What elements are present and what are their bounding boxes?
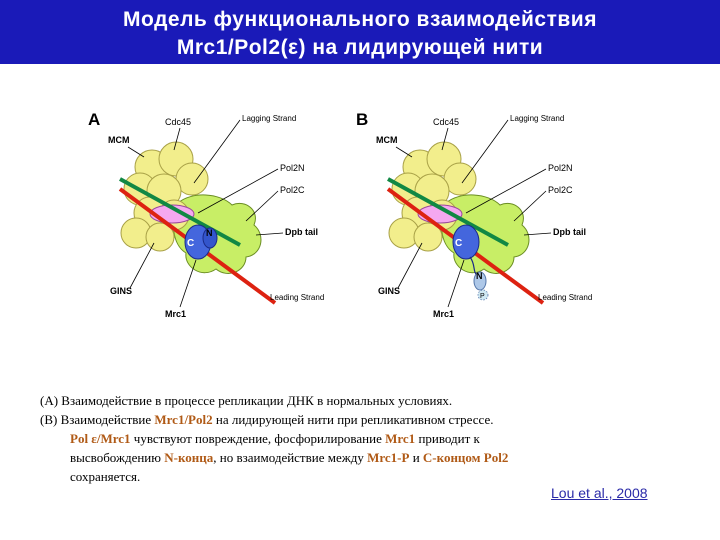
dpb-tail-label: Dpb tail [553,227,586,237]
caption-text: на лидирующей нити при репликативном стр… [212,412,494,427]
caption-highlight: Mrc1/Pol2 [154,412,213,427]
gins-label: GINS [110,286,132,296]
caption-text: , но взаимодействие между [213,450,368,465]
mrc1-label: Mrc1 [165,309,186,319]
mrc1-c-label: C [455,238,462,249]
lagging-strand-label: Lagging Strand [510,114,564,123]
leading-strand-label: Leading Strand [270,293,324,302]
caption-line-d: высвобождению N-конца, но взаимодействие… [40,448,670,467]
cdc45-label: Cdc45 [165,117,191,127]
leading-strand-label: Leading Strand [538,293,592,302]
panel-a: A C N Cdc45 MCM Lagging Strand Pol2N Pol… [88,110,324,319]
mrc1-n-label: N [476,271,483,281]
title-line-2: Mrc1/Pol2(ε) на лидирующей нити [176,36,544,59]
lagging-strand-label: Lagging Strand [242,114,296,123]
mrc1-c-domain [452,224,480,260]
citation-link[interactable]: Lou et al., 2008 [551,485,648,501]
caption-text: (B) Взаимодействие [40,412,155,427]
phosphate-label: P [480,293,485,300]
mrc1-n-domain [202,227,218,249]
caption-text: чувствуют повреждение, фосфорилирование [130,431,386,446]
pol2c-label: Pol2C [548,185,573,195]
caption-highlight: Mrc1 [385,431,416,446]
gins-label: GINS [378,286,400,296]
caption-highlight: C-концом Pol2 [422,450,509,465]
caption-line-a: (A) Взаимодействие в процессе репликации… [40,393,453,408]
phosphate [477,289,489,301]
figure-caption: (A) Взаимодействие в процессе репликации… [40,391,670,486]
caption-highlight: Mrc1-P [367,450,410,465]
caption-highlight: N-конца [164,450,214,465]
lagging-strand [387,177,509,247]
caption-highlight: Pol ε/Mrc1 [70,431,131,446]
panel-a-letter: A [88,110,100,129]
mcm-label: MCM [376,135,398,145]
title-bar: Модель функционального взаимодействия Mr… [0,0,720,64]
caption-text: и [409,450,423,465]
caption-text: приводит к [415,431,480,446]
mrc1-label: Mrc1 [433,309,454,319]
caption-line-b: (B) Взаимодействие Mrc1/Pol2 на лидирующ… [40,410,670,429]
title-line-1: Модель функционального взаимодействия [123,8,597,31]
mrc1-n-domain [473,271,487,291]
caption-line-e: сохраняется. [70,469,141,484]
panel-b: B C N P Cdc45 MCM Lagging Strand Pol2N P… [356,110,592,319]
lagging-strand [119,177,241,247]
pol2c-label: Pol2C [280,185,305,195]
mrc1-c-label: C [187,238,194,249]
cdc45-label: Cdc45 [433,117,459,127]
pol2n-label: Pol2N [548,163,573,173]
replication-diagram: A C N Cdc45 MCM Lagging Strand Pol2N Pol… [88,110,592,319]
caption-line-c: Pol ε/Mrc1 чувствуют повреждение, фосфор… [40,429,670,448]
mrc1-n-label: N [206,228,213,238]
caption-text: высвобождению [70,450,165,465]
dpb-tail-label: Dpb tail [285,227,318,237]
pol2n-label: Pol2N [280,163,305,173]
mcm-label: MCM [108,135,130,145]
panel-b-letter: B [356,110,368,129]
